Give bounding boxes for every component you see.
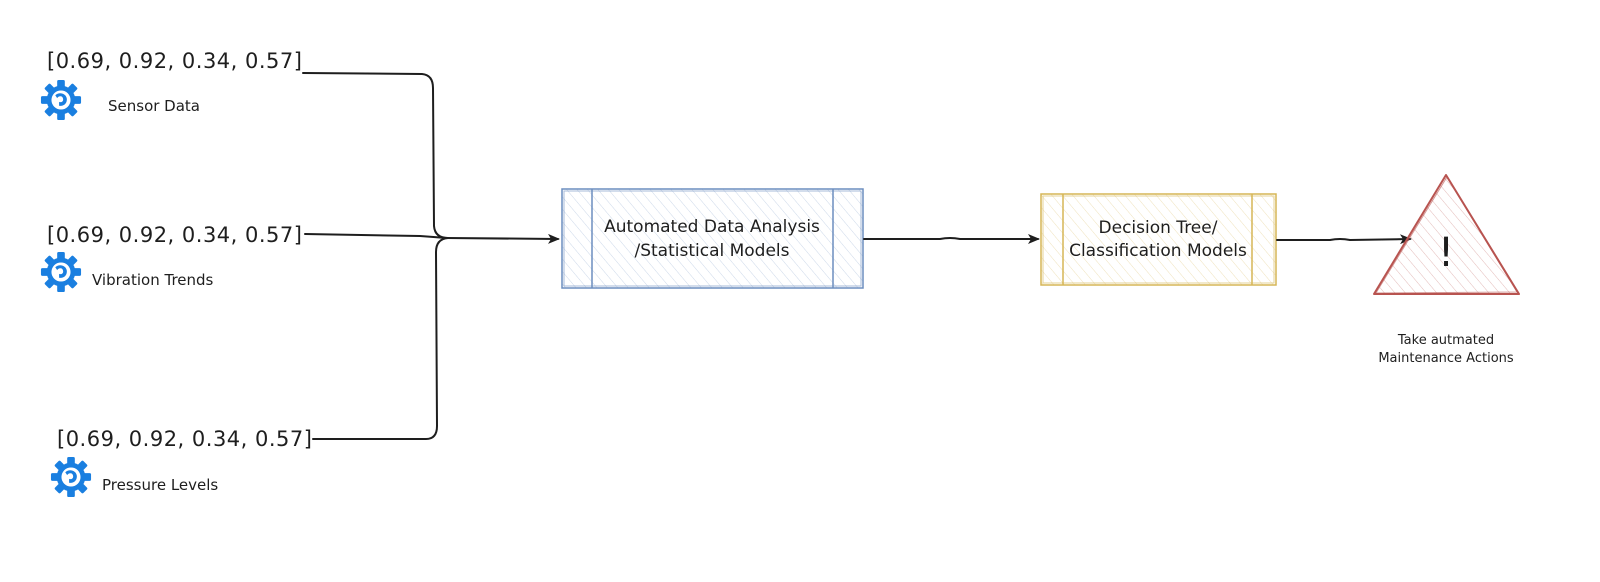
pressure-levels-label: Pressure Levels [102, 476, 218, 494]
action-node: ! Take autmated Maintenance Actions [1373, 174, 1520, 366]
analysis-box-line1: Automated Data Analysis [604, 217, 820, 237]
connector-sensor [302, 72, 449, 239]
pressure-levels-vector: [0.69, 0.92, 0.34, 0.57] [57, 427, 312, 451]
analysis-box-frame [561, 188, 864, 289]
input-pressure-levels: [0.69, 0.92, 0.34, 0.57] Pressure Levels [50, 427, 312, 498]
input-sensor-data: [0.69, 0.92, 0.34, 0.57] Sensor Data [40, 49, 302, 121]
action-label-line2: Maintenance Actions [1378, 351, 1514, 366]
sensor-data-label: Sensor Data [108, 97, 200, 115]
arrow-to-action [1276, 234, 1412, 245]
gear-icon [50, 456, 92, 498]
analysis-box: Automated Data Analysis /Statistical Mod… [561, 188, 864, 289]
decision-box-frame [1040, 193, 1277, 286]
connector-vibration [304, 233, 447, 239]
warning-symbol: ! [1438, 230, 1454, 276]
decision-box-line1: Decision Tree/ [1099, 218, 1218, 238]
arrow-to-analysis [445, 233, 560, 244]
gear-icon [40, 251, 82, 293]
input-vibration-trends: [0.69, 0.92, 0.34, 0.57] Vibration Trend… [40, 223, 302, 293]
decision-box-line2: Classification Models [1069, 241, 1247, 261]
action-label-line1: Take autmated [1397, 333, 1494, 348]
vibration-trends-label: Vibration Trends [92, 271, 214, 289]
gear-icon [40, 79, 82, 121]
vibration-trends-vector: [0.69, 0.92, 0.34, 0.57] [47, 223, 302, 247]
connector-pressure [312, 237, 449, 440]
merge-connectors [302, 72, 560, 440]
sensor-data-vector: [0.69, 0.92, 0.34, 0.57] [47, 49, 302, 73]
arrow-to-decision [863, 234, 1040, 244]
decision-box: Decision Tree/ Classification Models [1040, 193, 1277, 286]
analysis-box-line2: /Statistical Models [634, 241, 789, 261]
